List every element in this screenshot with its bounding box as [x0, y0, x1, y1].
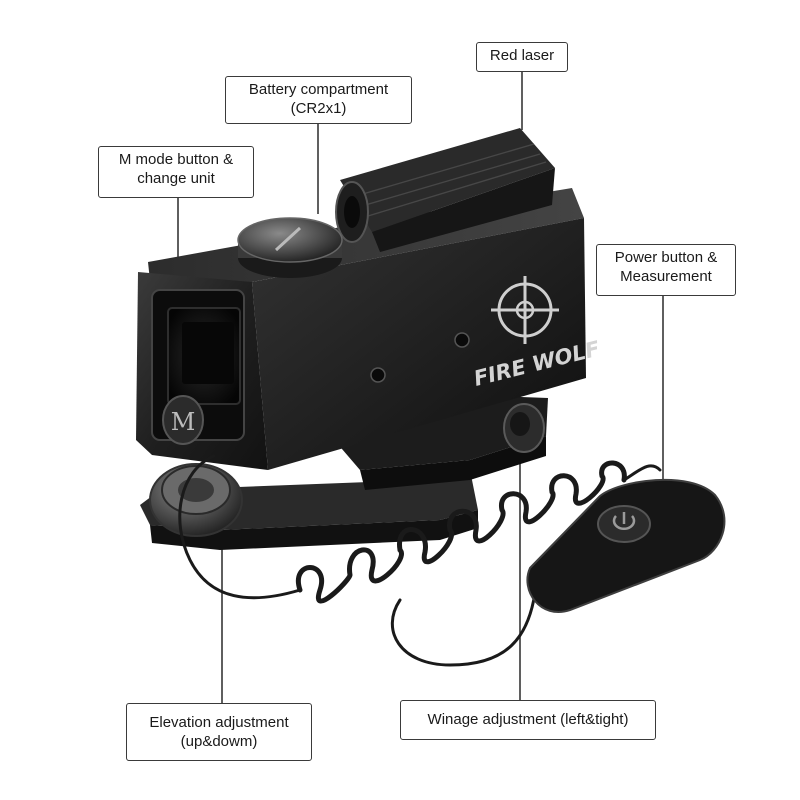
- callout-windage-adjustment: Winage adjustment (left&tight): [400, 700, 656, 740]
- elevation-knob: [149, 463, 243, 537]
- windage-knob: [503, 403, 545, 453]
- coiled-cable: [178, 454, 662, 667]
- callout-battery-line-2: (CR2x1): [290, 100, 347, 117]
- callout-windage-line-1: Winage adjustment (left&tight): [427, 711, 629, 728]
- callout-power-line-2: Measurement: [620, 268, 712, 285]
- callout-battery-line-1: Battery compartment: [248, 81, 389, 98]
- power-icon: [612, 512, 636, 530]
- m-mode-button: M: [162, 395, 204, 445]
- callout-elevation-line-1: Elevation adjustment: [149, 714, 289, 731]
- callout-m-mode-line-1: M mode button &: [118, 151, 234, 168]
- battery-cap: [237, 217, 343, 278]
- red-laser-module: [335, 128, 555, 252]
- callout-elevation-adjustment: Elevation adjustment (up&dowm): [126, 703, 312, 761]
- callout-battery-compartment: Battery compartment (CR2x1): [225, 76, 412, 124]
- remote-pressure-pad: [526, 478, 726, 613]
- callout-m-mode-line-2: change unit: [137, 170, 215, 187]
- callout-power-line-1: Power button &: [614, 249, 718, 266]
- fire-wolf-logo: [491, 276, 559, 344]
- m-button-letter: M: [171, 408, 196, 436]
- callout-m-mode-button: M mode button & change unit: [98, 146, 254, 198]
- callout-power-button: Power button & Measurement: [596, 244, 736, 296]
- callout-red-laser-line-1: Red laser: [489, 47, 555, 64]
- callout-red-laser: Red laser: [476, 42, 568, 72]
- callout-elevation-line-2: (up&dowm): [180, 733, 258, 750]
